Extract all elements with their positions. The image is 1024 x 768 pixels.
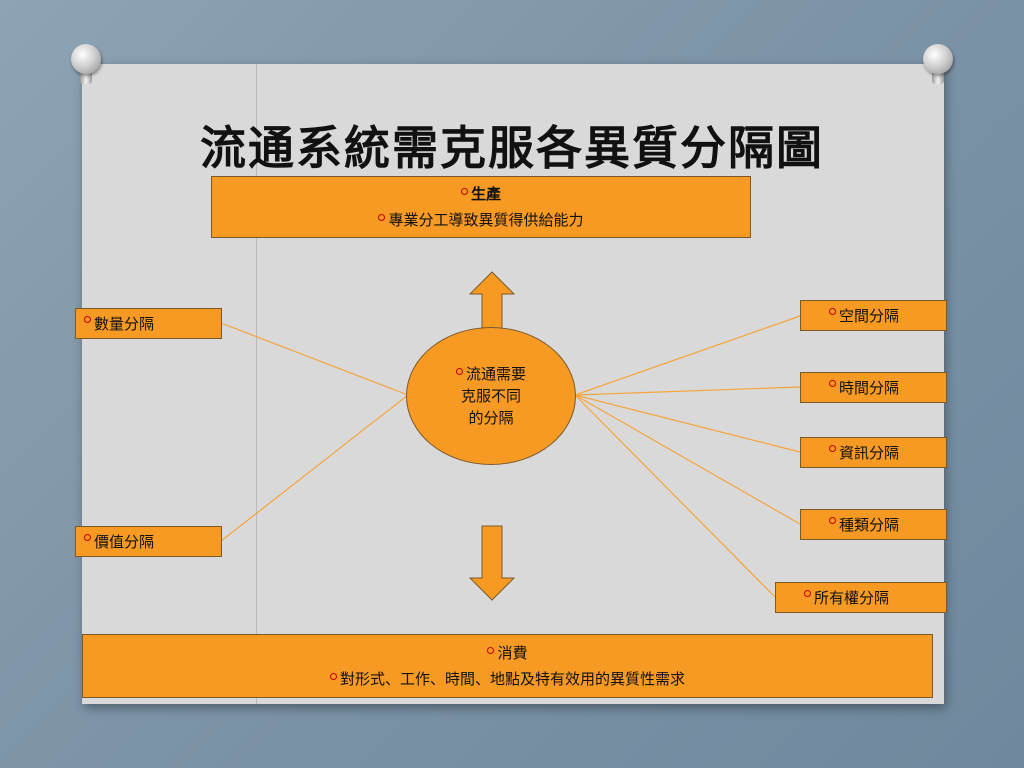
bullet-icon bbox=[487, 647, 495, 654]
bullet-icon bbox=[829, 308, 836, 315]
production-head: 生產 bbox=[212, 181, 750, 207]
pushpin-right-icon bbox=[923, 44, 953, 84]
pushpin-left-icon bbox=[71, 44, 101, 84]
diagram-title: 流通系統需克服各異質分隔圖 bbox=[200, 121, 824, 175]
bullet-icon bbox=[84, 316, 91, 323]
connector-ownership bbox=[574, 394, 776, 598]
connector-quantity bbox=[220, 322, 409, 396]
down-arrow-icon bbox=[468, 525, 516, 601]
connector-type bbox=[574, 394, 801, 525]
bullet-icon bbox=[455, 368, 463, 375]
consumption-box: 消費 對形式、工作、時間、地點及特有效用的異質性需求 bbox=[82, 634, 933, 698]
bullet-icon bbox=[378, 214, 386, 221]
production-box: 生產 專業分工導致異質得供給能力 bbox=[211, 176, 751, 238]
bullet-icon bbox=[84, 534, 91, 541]
bullet-icon bbox=[460, 188, 468, 195]
production-detail: 專業分工導致異質得供給能力 bbox=[212, 207, 750, 233]
node-ownership-separation: 所有權分隔 bbox=[775, 582, 947, 613]
bullet-icon bbox=[829, 517, 836, 524]
consumption-head: 消費 bbox=[83, 640, 932, 666]
consumption-detail: 對形式、工作、時間、地點及特有效用的異質性需求 bbox=[83, 666, 932, 692]
bullet-icon bbox=[829, 380, 836, 387]
hub-circle: 流通需要 克服不同 的分隔 bbox=[406, 327, 576, 465]
node-space-separation: 空間分隔 bbox=[800, 300, 947, 331]
node-info-separation: 資訊分隔 bbox=[800, 437, 947, 468]
bullet-icon bbox=[804, 590, 811, 597]
connector-value bbox=[220, 394, 409, 542]
connector-time bbox=[574, 386, 801, 396]
node-value-separation: 價值分隔 bbox=[75, 526, 222, 557]
bullet-icon bbox=[329, 673, 337, 680]
bullet-icon bbox=[829, 445, 836, 452]
node-quantity-separation: 數量分隔 bbox=[75, 308, 222, 339]
connector-space bbox=[574, 315, 801, 396]
connector-info bbox=[574, 394, 801, 453]
board-margin-line bbox=[256, 64, 257, 704]
node-type-separation: 種類分隔 bbox=[800, 509, 947, 540]
node-time-separation: 時間分隔 bbox=[800, 372, 947, 403]
